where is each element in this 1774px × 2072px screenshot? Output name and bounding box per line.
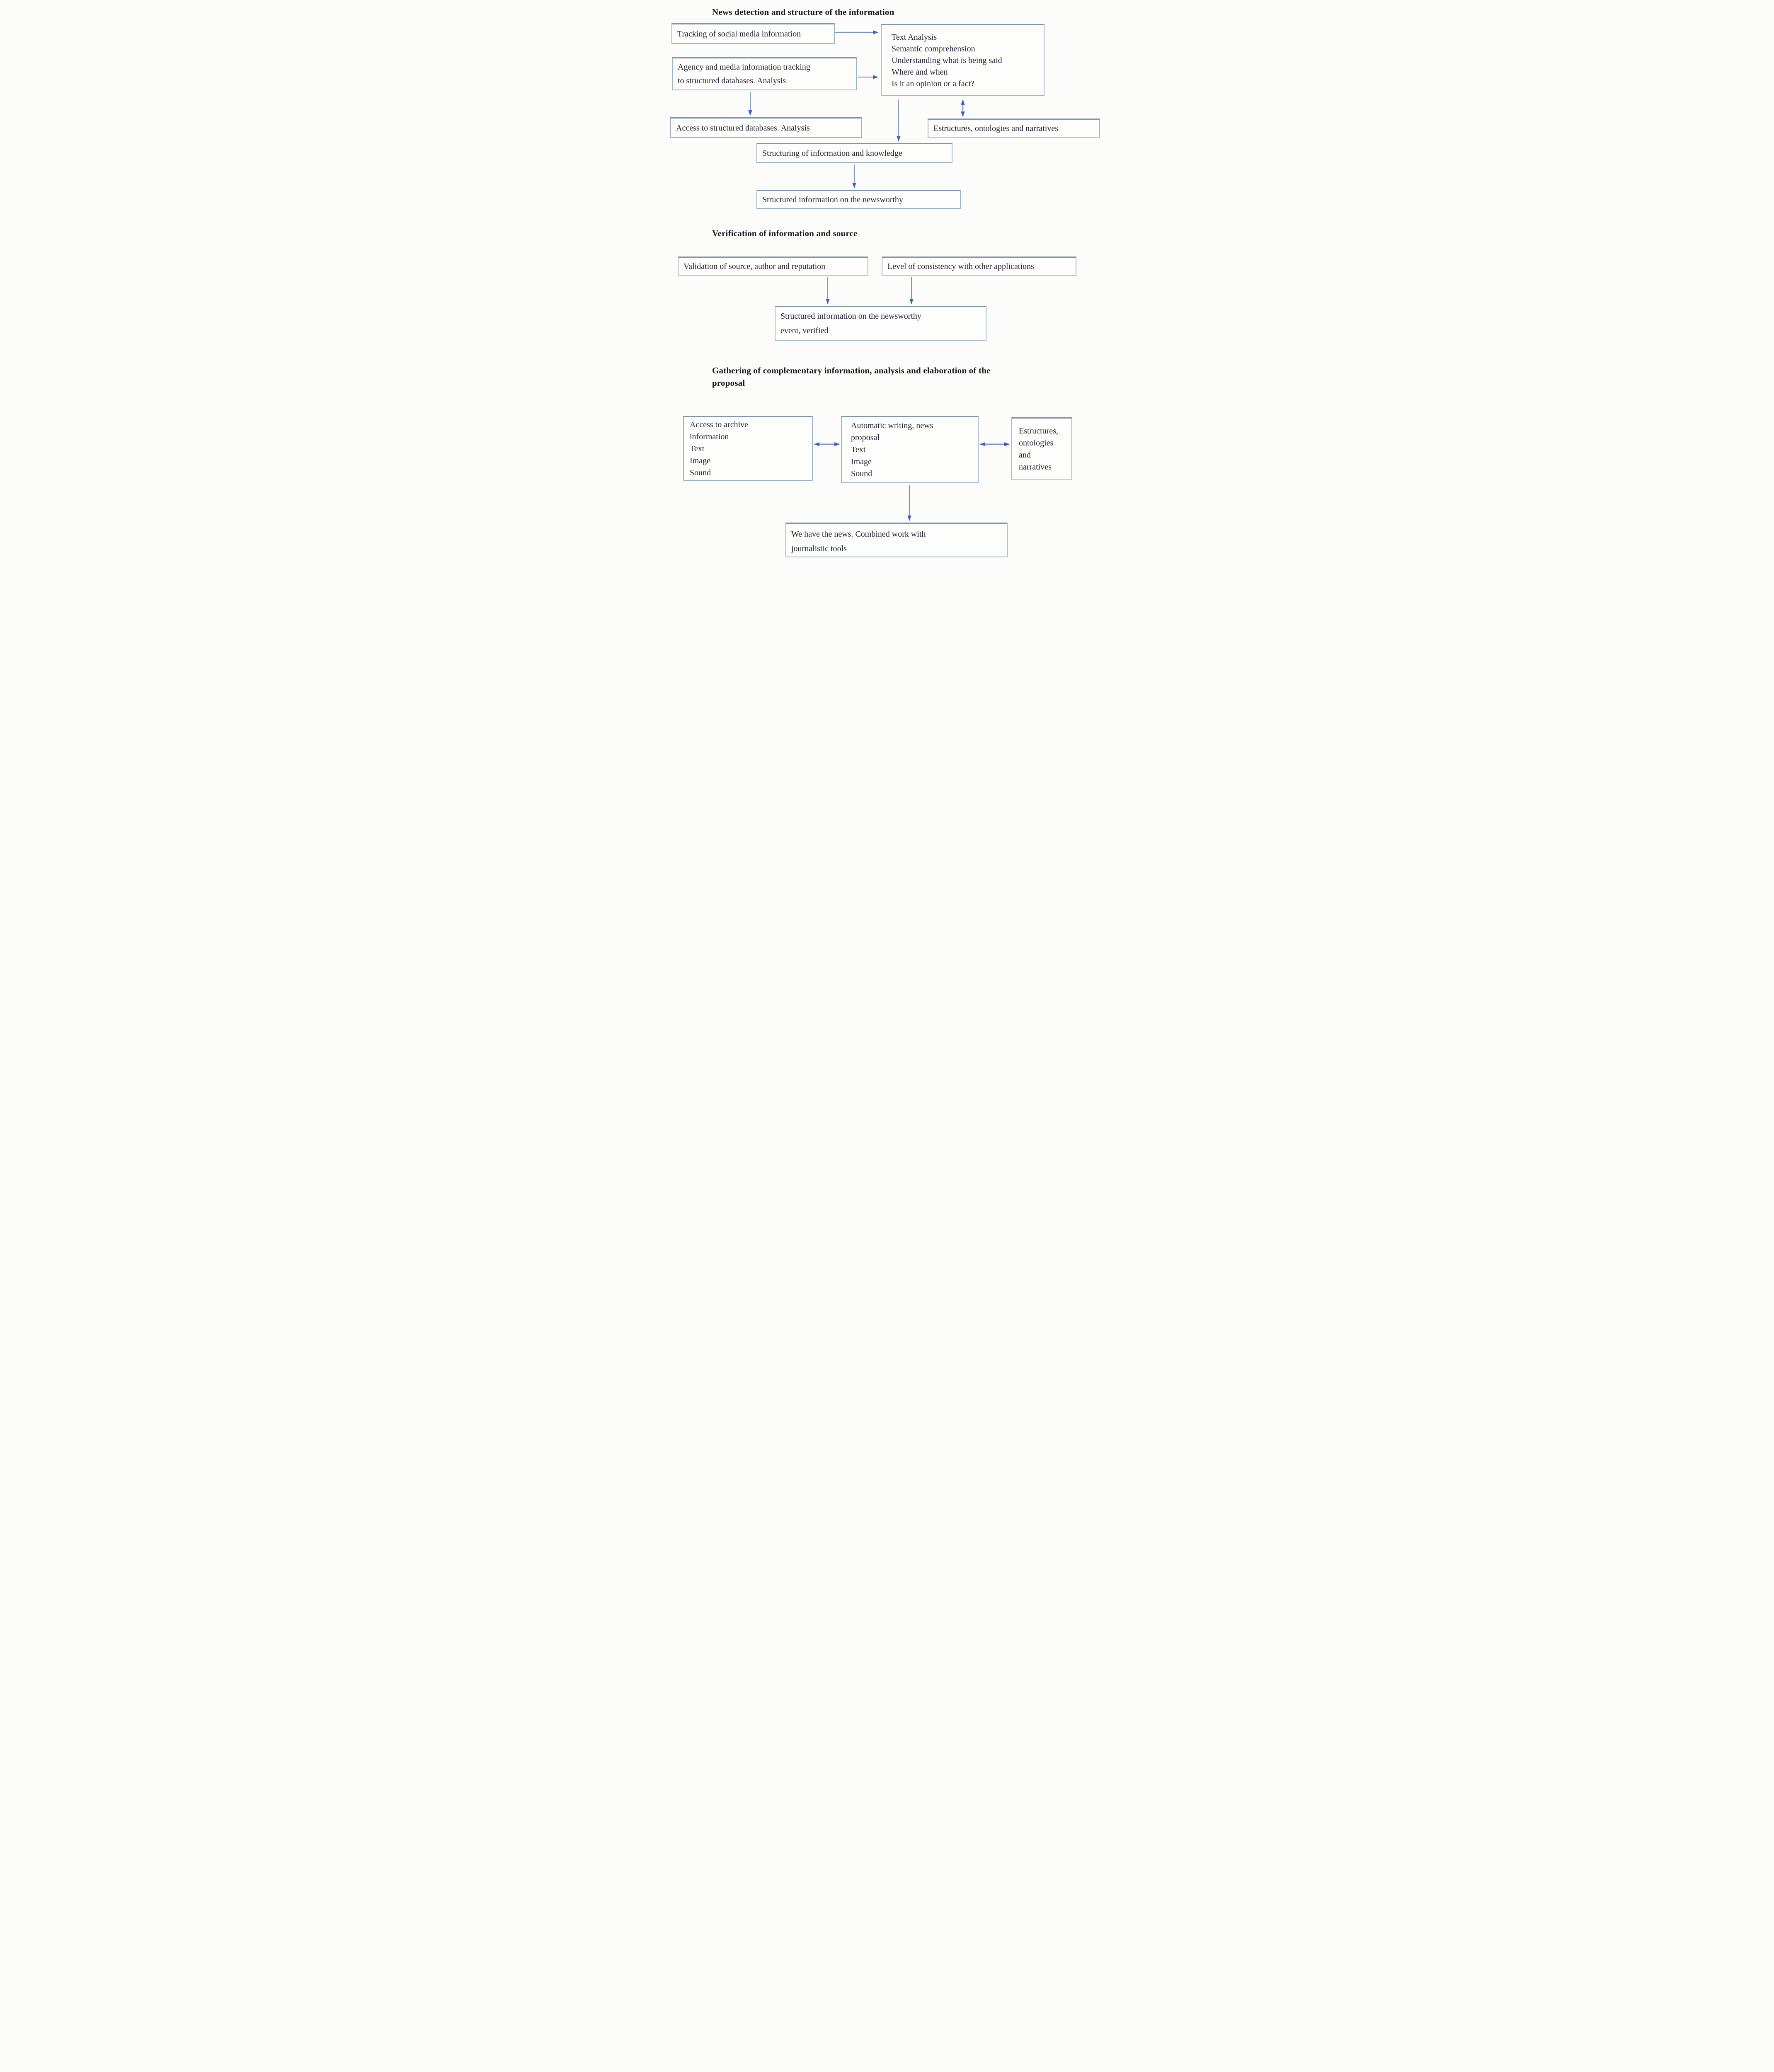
section-title-news-detection: News detection and structure of the info… bbox=[712, 7, 894, 17]
box-agency-media-tracking: Agency and media information tracking to… bbox=[672, 57, 857, 90]
box-validation-source: Validation of source, author and reputat… bbox=[678, 257, 868, 276]
box-estructures-ontologies-2: Estructures, ontologies and narratives bbox=[1011, 417, 1072, 480]
box-structuring-information: Structuring of information and knowledge bbox=[756, 143, 952, 163]
box-structured-information-verified: Structured information on the newsworthy… bbox=[775, 306, 986, 341]
box-tracking-social-media: Tracking of social media information bbox=[671, 23, 835, 44]
flowchart: News detection and structure of the info… bbox=[665, 0, 1109, 572]
box-estructures-ontologies: Estructures, ontologies and narratives bbox=[928, 119, 1100, 138]
box-we-have-the-news: We have the news. Combined work with jou… bbox=[785, 523, 1008, 557]
box-automatic-writing: Automatic writing, news proposal Text Im… bbox=[841, 416, 979, 483]
box-level-consistency: Level of consistency with other applicat… bbox=[882, 257, 1076, 276]
section-title-gathering: Gathering of complementary information, … bbox=[712, 366, 991, 388]
box-text-analysis: Text Analysis Semantic comprehension Und… bbox=[881, 24, 1045, 96]
box-access-structured-databases: Access to structured databases. Analysis bbox=[670, 117, 862, 138]
box-access-archive: Access to archive information Text Image… bbox=[683, 416, 813, 481]
section-title-verification: Verification of information and source bbox=[712, 228, 858, 238]
box-structured-information-newsworthy: Structured information on the newsworthy bbox=[756, 190, 961, 209]
